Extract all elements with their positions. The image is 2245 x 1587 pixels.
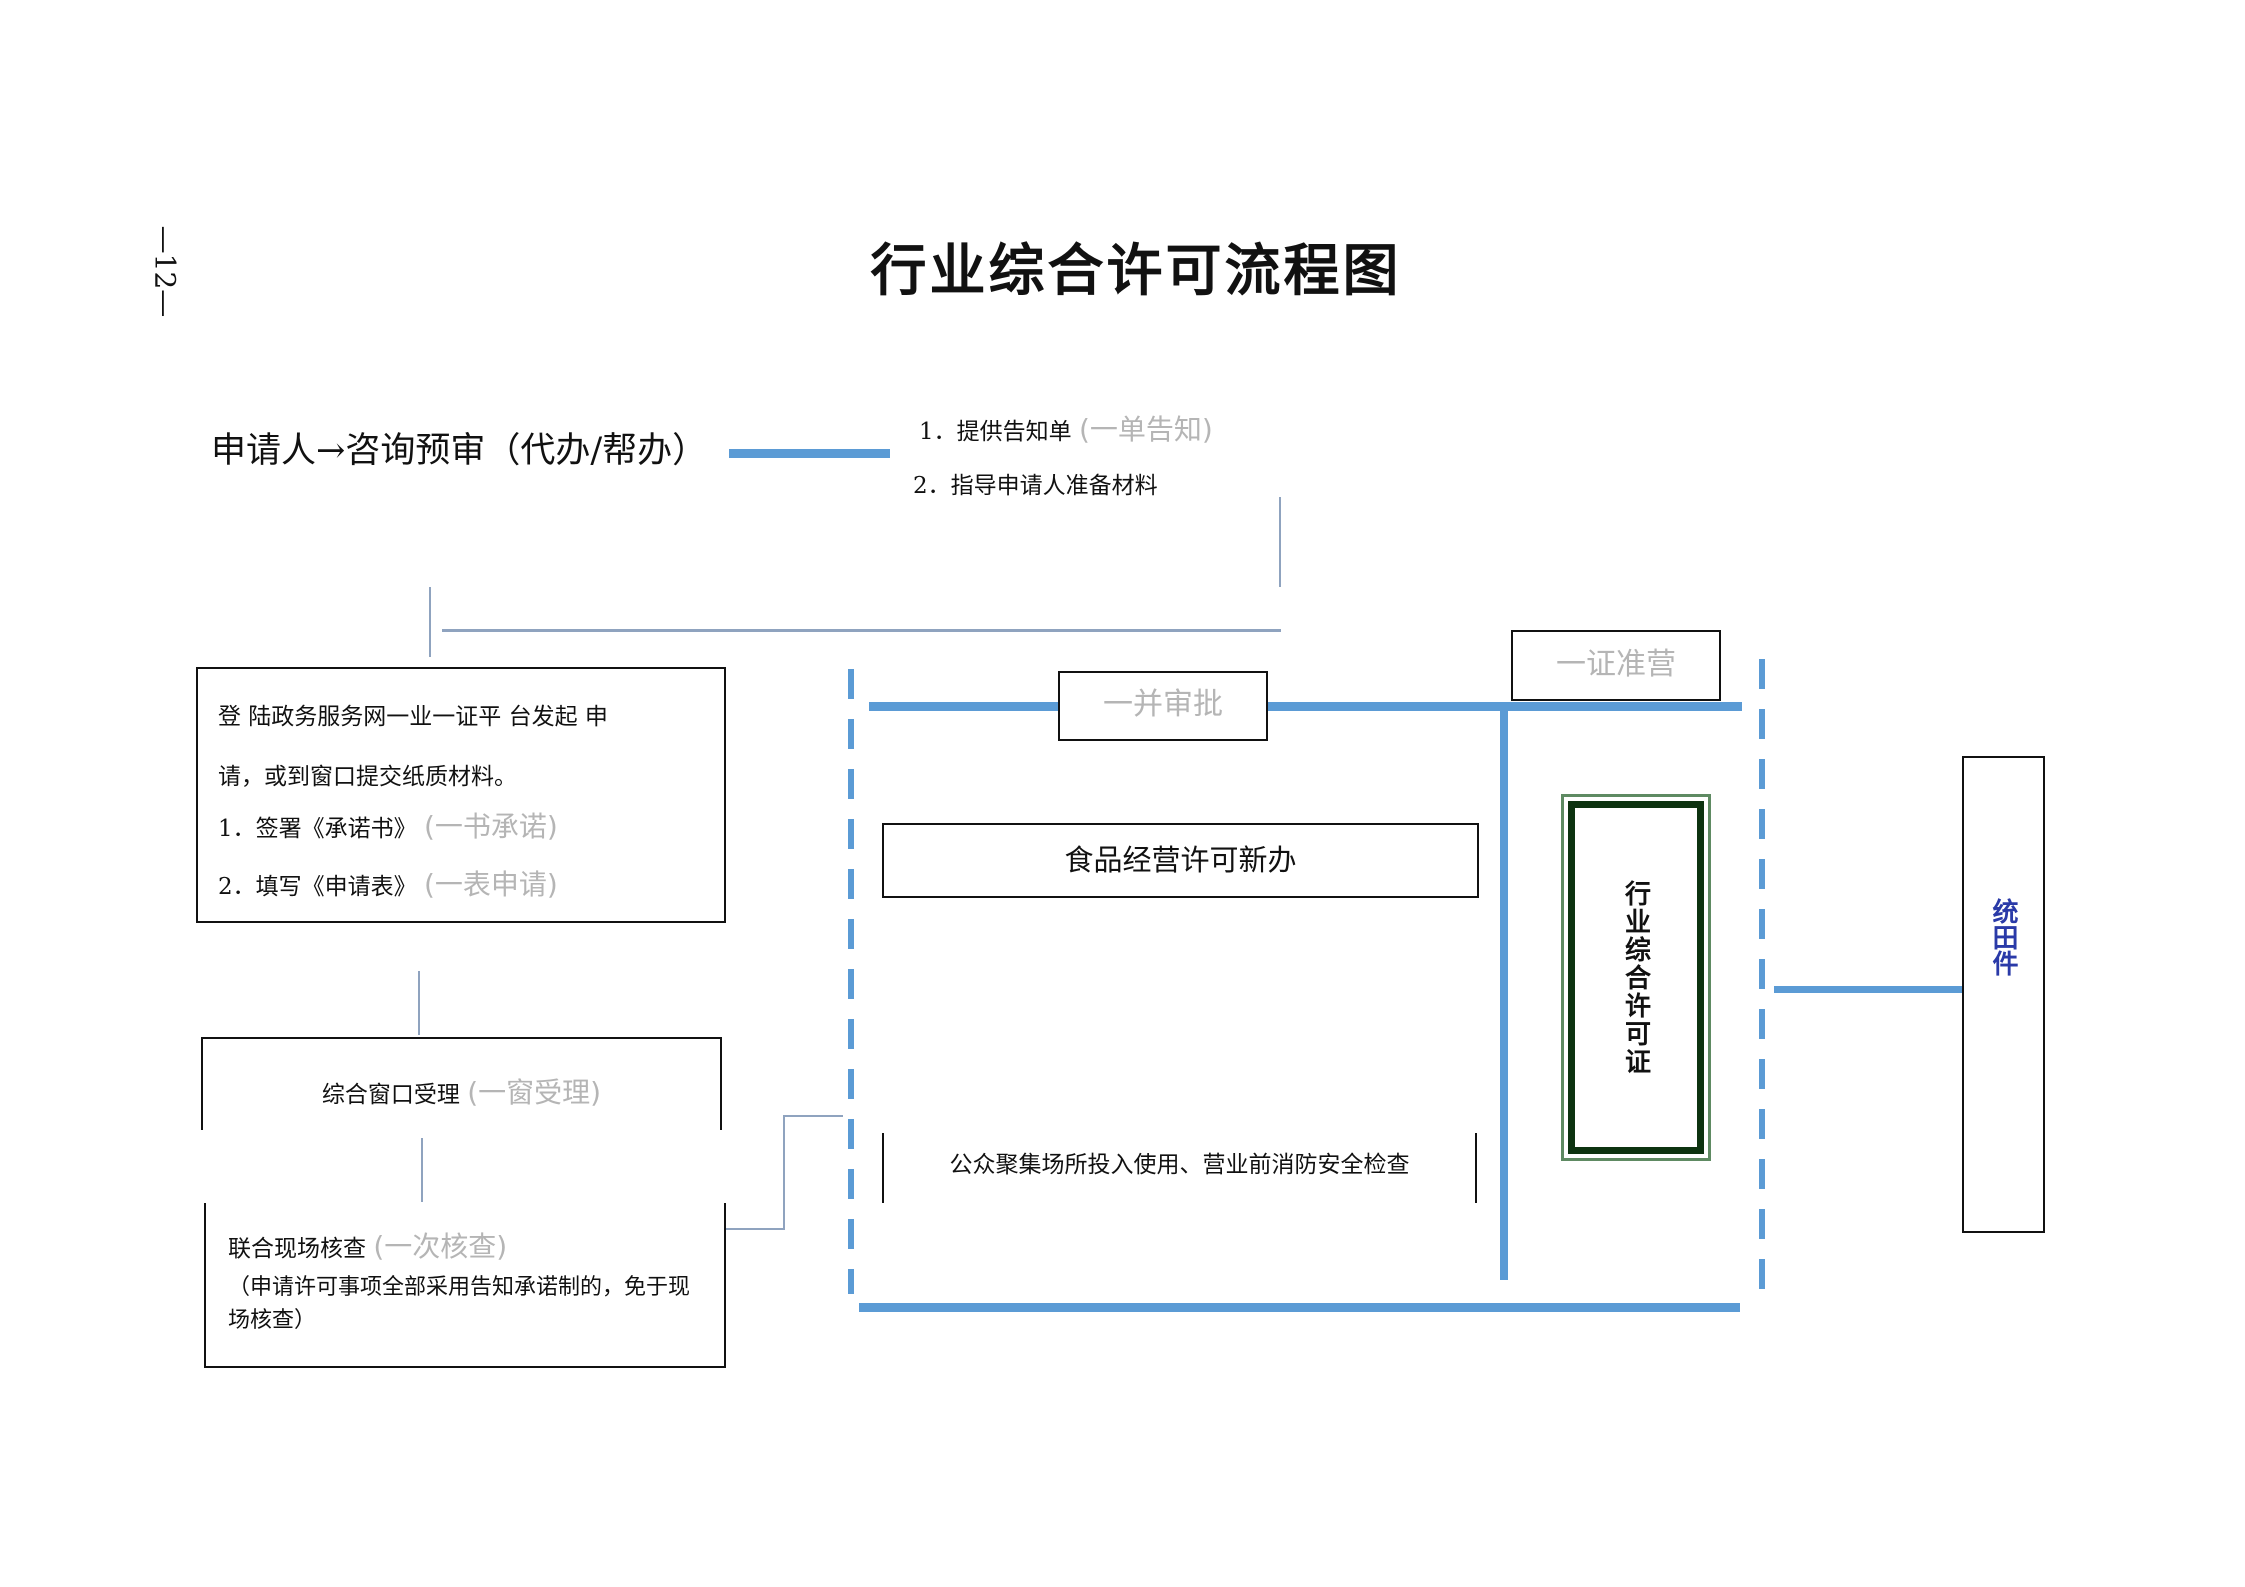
arrow [418, 971, 420, 1035]
unified-box: 统田件 [1962, 756, 2045, 1233]
apply-line: 登 陆政务服务网一业一证平 台发起 申 [218, 704, 608, 730]
dashed-border-left [848, 669, 854, 1294]
inspect-text: 联合现场核查 [228, 1236, 366, 1262]
consult-item: 2．指导申请人准备材料 [913, 472, 1158, 502]
license-label: 一证准营 [1511, 630, 1721, 701]
inspect-box: 联合现场核查 (一次核查) （申请许可事项全部采用告知承诺制的，免于现场核查） [204, 1203, 726, 1368]
header-text: 申请人→咨询预审（代办/帮办） [211, 431, 708, 471]
window-note: (一窗受理) [467, 1076, 602, 1109]
apply-item-note: (一表申请) [423, 868, 558, 902]
apply-item-text: 1．签署《承诺书》 [218, 816, 417, 842]
license-certificate: 行业综合许可证 [1561, 794, 1711, 1161]
apply-item-note: (一书承诺) [423, 810, 558, 843]
page-title: 行业综合许可流程图 [870, 239, 1402, 304]
consult-item: 1．提供告知单 (一单告知) [919, 412, 1213, 448]
inspect-note: (一次核查) [373, 1230, 508, 1263]
inspect-detail: （申请许可事项全部采用告知承诺制的，免于现场核查） [228, 1275, 691, 1334]
item-fire-inspection: 公众聚集场所投入使用、营业前消防安全检查 [882, 1133, 1477, 1203]
page-number: —12— [148, 225, 182, 318]
window-box: 综合窗口受理 (一窗受理) [201, 1037, 722, 1130]
apply-item-text: 2．填写《申请表》 [218, 874, 417, 901]
window-text: 综合窗口受理 [321, 1082, 460, 1108]
divider [1500, 706, 1508, 1280]
top-line [869, 702, 1742, 711]
consult-item-text: 1．提供告知单 [919, 419, 1072, 445]
license-text: 行业综合许可证 [1620, 879, 1651, 1076]
apply-box: 登 陆政务服务网一业一证平 台发起 申 请，或到窗口提交纸质材料。 1．签署《承… [196, 667, 726, 923]
bottom-line [859, 1303, 1740, 1312]
connector [442, 629, 1281, 632]
consult-item-note: (一单告知) [1078, 413, 1213, 446]
arrow [429, 587, 431, 657]
consult-item-text: 2．指导申请人准备材料 [913, 473, 1158, 499]
apply-line: 请，或到窗口提交纸质材料。 [218, 764, 517, 790]
inspect-line: 联合现场核查 (一次核查) [228, 1229, 702, 1265]
arrow [421, 1138, 423, 1202]
connector [729, 449, 890, 458]
connector [726, 1228, 784, 1230]
connector [1279, 497, 1281, 587]
apply-item: 2．填写《申请表》 (一表申请) [218, 867, 704, 903]
item-food-license: 食品经营许可新办 [882, 823, 1479, 898]
unified-text: 统田件 [1988, 898, 2018, 976]
connector [1774, 986, 1963, 993]
apply-item: 1．签署《承诺书》 (一书承诺) [218, 809, 704, 845]
dashed-border-right [1759, 659, 1765, 1294]
connector [783, 1115, 785, 1230]
approval-label: 一并审批 [1058, 671, 1268, 741]
arrow [783, 1115, 843, 1117]
